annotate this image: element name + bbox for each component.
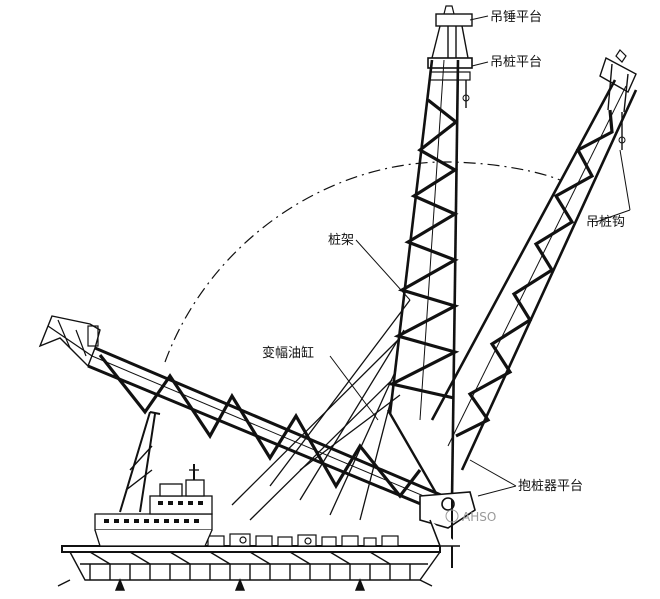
leader-lines — [329, 15, 631, 497]
label-pile-gripper-platform: 抱桩器平台 — [518, 478, 583, 494]
tilted-pile-frame — [430, 49, 638, 471]
label-pile-platform: 吊桩平台 — [490, 55, 542, 70]
luffing-arc — [164, 161, 561, 363]
watermark: AHSO — [462, 510, 496, 524]
lowered-pile-frame — [38, 315, 449, 514]
label-hammer-platform: 吊锤平台 — [490, 10, 542, 25]
label-luffing-cylinder: 变幅油缸 — [262, 345, 314, 361]
watermark-logo-icon — [445, 509, 459, 523]
pile-gripper-base — [419, 491, 476, 568]
label-pile-hook: 吊桩钩 — [586, 215, 625, 230]
deckhouse — [94, 464, 213, 547]
label-pile-frame: 桩架 — [328, 233, 354, 248]
barge-hull — [57, 545, 441, 591]
vertical-pile-frame — [387, 5, 473, 501]
luffing-cylinders — [231, 299, 471, 521]
